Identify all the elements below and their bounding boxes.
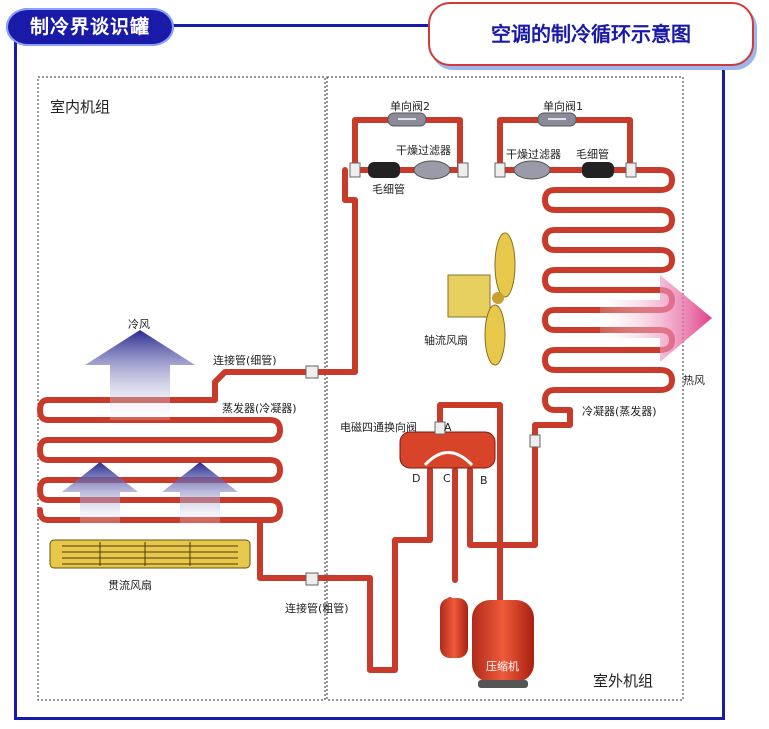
four-way-valve: [399, 431, 496, 469]
cold-air-label: 冷风: [128, 318, 150, 331]
capillary-right-label: 毛细管: [576, 148, 609, 161]
dryer-filter-right-label: 干燥过滤器: [506, 148, 561, 161]
check-valve-2: [387, 112, 427, 127]
cross-flow-fan-label: 贯流风扇: [108, 579, 152, 592]
pipe-connectors: [305, 162, 637, 586]
cross-flow-fan-icon: [49, 539, 251, 569]
thick-pipe-label: 连接管(粗管): [285, 602, 349, 615]
check-valve-2-label: 单向阀2: [390, 100, 430, 113]
check-valve-1: [537, 112, 577, 127]
check-valve-1-label: 单向阀1: [543, 100, 583, 113]
capillary-coil-right: [582, 162, 614, 178]
capillary-left-label: 毛细管: [372, 183, 405, 196]
cold-air-arrow-right: [162, 462, 238, 525]
axial-fan-icon: [447, 232, 516, 366]
frame-top-border: [150, 24, 440, 27]
indoor-unit-box: [37, 76, 326, 701]
outer-frame: [14, 26, 725, 720]
compressor-label: 压缩机: [486, 660, 519, 673]
four-way-valve-label: 电磁四通换向阀: [340, 421, 417, 434]
port-b-label: B: [480, 474, 488, 487]
axial-fan-label: 轴流风扇: [424, 334, 468, 347]
brand-badge: 制冷界谈识罐: [6, 8, 174, 46]
capillary-coil-left: [368, 162, 400, 178]
cold-air-arrow-left: [62, 462, 138, 525]
condenser-label: 冷凝器(蒸发器): [582, 405, 657, 418]
compressor-icon: [440, 598, 534, 688]
outdoor-unit-box: [326, 76, 684, 701]
port-c-label: C: [443, 472, 451, 485]
dryer-filter-left-label: 干燥过滤器: [396, 144, 451, 157]
dryer-filter-left: [413, 160, 451, 180]
outdoor-unit-label: 室外机组: [593, 672, 654, 690]
dryer-filter-right: [513, 160, 551, 180]
port-a-label: A: [444, 421, 452, 434]
hot-air-label: 热风: [683, 374, 705, 387]
evaporator-label: 蒸发器(冷凝器): [222, 402, 297, 415]
cold-air-arrow: [85, 330, 195, 420]
thin-pipe-label: 连接管(细管): [213, 354, 277, 367]
diagram-title: 空调的制冷循环示意图: [428, 2, 754, 66]
port-d-label: D: [412, 472, 421, 485]
hot-air-arrow: [600, 275, 712, 362]
pipework: [37, 117, 675, 673]
indoor-unit-label: 室内机组: [50, 98, 111, 116]
